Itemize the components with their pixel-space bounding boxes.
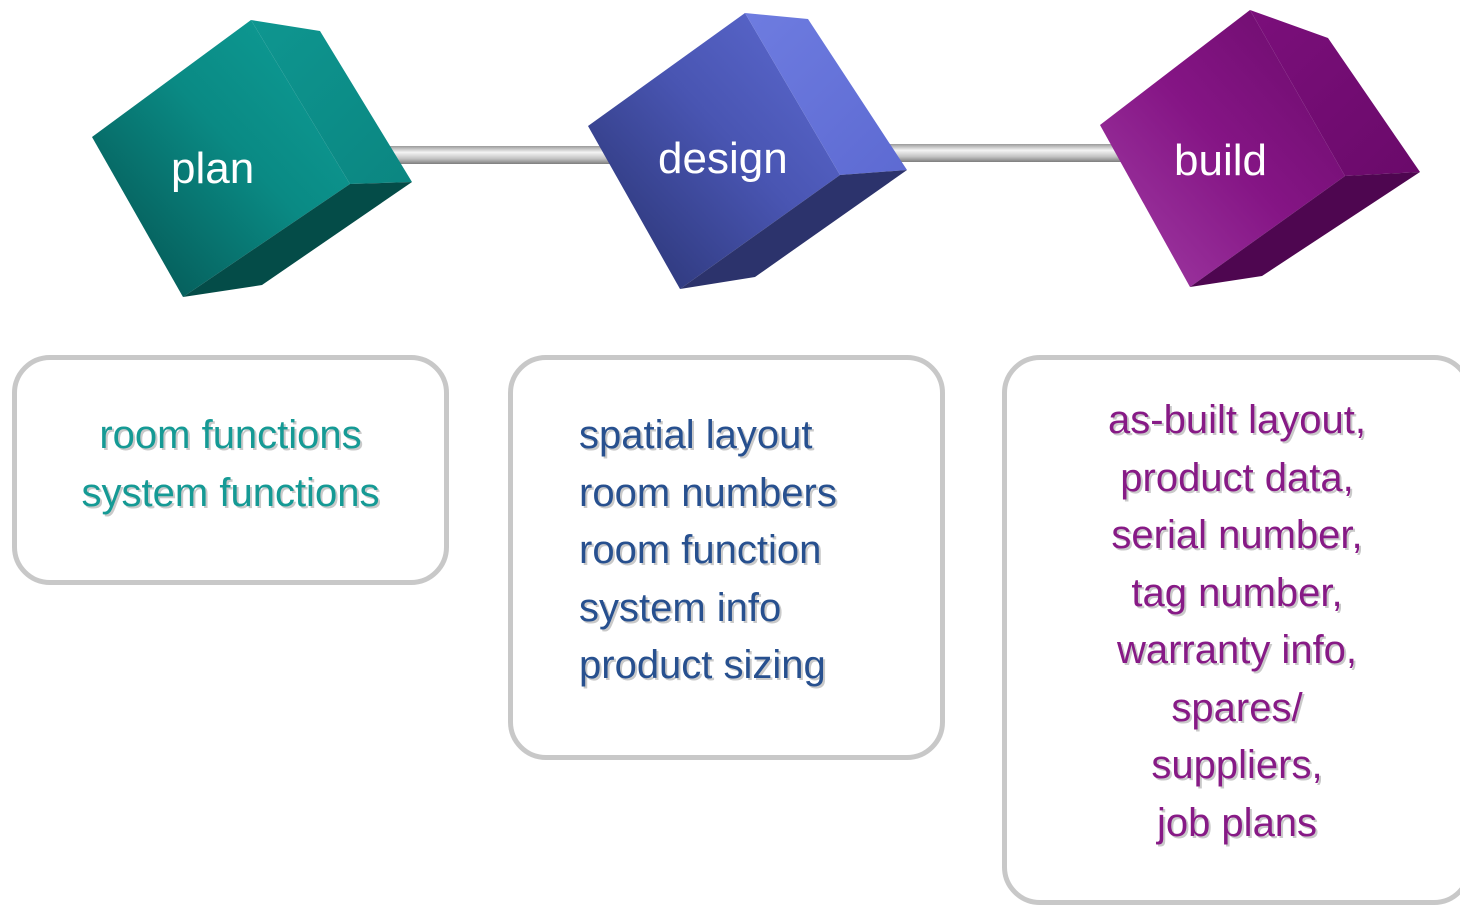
design-detail-item: room numbers bbox=[579, 470, 837, 515]
build-details-box: as-built layout, product data, serial nu… bbox=[1002, 355, 1460, 905]
design-details-list: spatial layout room numbers room functio… bbox=[579, 407, 940, 695]
build-detail-item: spares/ bbox=[1171, 685, 1303, 730]
plan-details-box: room functions system functions bbox=[12, 355, 449, 585]
plan-detail-item: system functions bbox=[81, 470, 380, 515]
connector-rod-plan-design bbox=[380, 146, 620, 164]
stage-label-plan: plan bbox=[171, 144, 255, 193]
build-detail-item: serial number, bbox=[1111, 513, 1363, 557]
build-detail-item: tag number, bbox=[1131, 570, 1343, 615]
build-detail-item: product data, bbox=[1120, 455, 1354, 500]
build-cube bbox=[1100, 10, 1420, 287]
design-details-box: spatial layout room numbers room functio… bbox=[508, 355, 945, 760]
plan-details-list: room functions system functions bbox=[17, 407, 444, 522]
build-details-list: as-built layout, product data, serial nu… bbox=[1007, 392, 1460, 852]
build-detail-item: as-built layout, bbox=[1108, 398, 1366, 442]
build-detail-item: job plans bbox=[1156, 800, 1318, 845]
design-detail-item: product sizing bbox=[579, 643, 826, 687]
plan-detail-item: room functions bbox=[99, 413, 362, 457]
stage-label-design: design bbox=[658, 134, 788, 183]
design-detail-item: spatial layout bbox=[579, 413, 813, 457]
design-detail-item: system info bbox=[579, 585, 782, 630]
stage-label-build: build bbox=[1174, 136, 1267, 185]
build-detail-item: warranty info, bbox=[1116, 628, 1358, 672]
design-cube bbox=[588, 13, 907, 289]
design-detail-item: room function bbox=[579, 528, 822, 572]
connector-rod-design-build bbox=[880, 144, 1130, 162]
plan-cube bbox=[92, 20, 412, 297]
build-detail-item: suppliers, bbox=[1151, 743, 1323, 787]
